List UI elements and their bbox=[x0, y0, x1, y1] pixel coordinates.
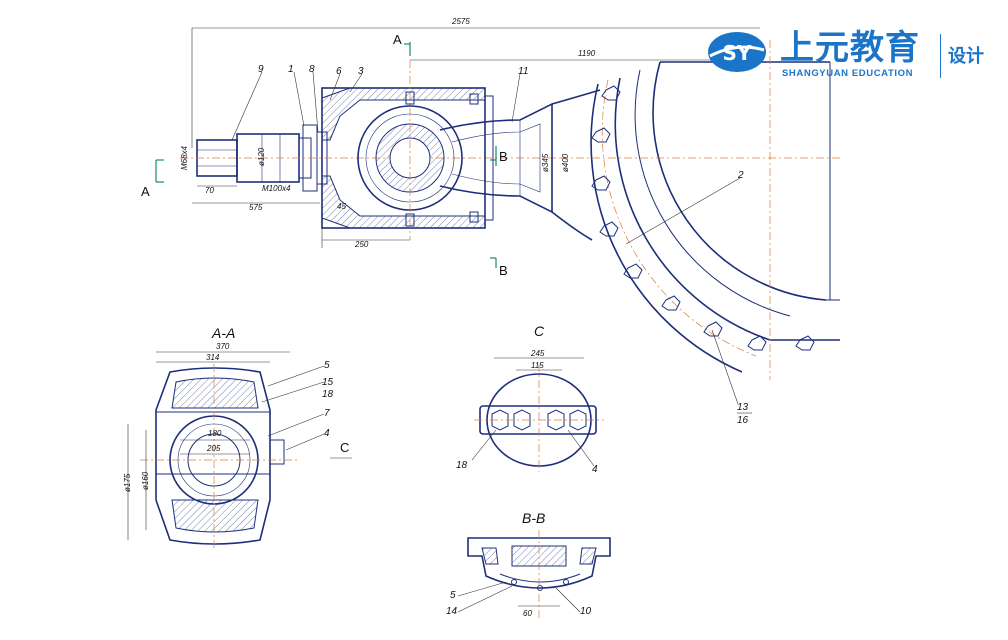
part-label-16: 16 bbox=[737, 415, 749, 426]
aa-part-15: 15 bbox=[322, 377, 334, 388]
aa-part-18: 18 bbox=[322, 389, 334, 400]
dim-bb-60: 60 bbox=[523, 609, 532, 618]
dim-dia-400: ø400 bbox=[561, 153, 570, 172]
dim-overall: 2575 bbox=[451, 17, 470, 26]
dim-250: 250 bbox=[354, 240, 369, 249]
logo-badge-icon: SY bbox=[708, 32, 766, 72]
view-mark-c: C bbox=[340, 440, 349, 455]
section-aa: A-A 370 314 180 205 ø175 ø160 5 15 18 7 … bbox=[123, 325, 352, 550]
part-label-6: 6 bbox=[336, 66, 342, 77]
section-mark-b-bottom: B bbox=[499, 263, 508, 278]
main-view: 2575 1190 A A M68x4 ø120 70 M100x4 575 bbox=[141, 17, 760, 278]
dim-hex-70: 70 bbox=[205, 186, 214, 195]
aa-part-5: 5 bbox=[324, 360, 330, 371]
dim-aa-180: 180 bbox=[208, 429, 222, 438]
brand-logo: SY 上元教育 SHANGYUAN EDUCATION 设计 bbox=[706, 28, 996, 84]
aa-part-7: 7 bbox=[324, 408, 330, 419]
part-label-1: 1 bbox=[288, 64, 294, 75]
part-label-2: 2 bbox=[737, 170, 744, 181]
view-c: C 245 115 18 4 bbox=[456, 323, 604, 475]
dim-575: 575 bbox=[249, 203, 263, 212]
c-part-4: 4 bbox=[592, 464, 598, 475]
section-bb-title: B-B bbox=[522, 510, 545, 526]
logo-name-cn: 上元教育 bbox=[780, 28, 920, 68]
c-part-18: 18 bbox=[456, 460, 468, 471]
part-label-8: 8 bbox=[309, 64, 315, 75]
section-mark-a-top: A bbox=[393, 32, 402, 47]
dim-aa-d175: ø175 bbox=[123, 473, 132, 492]
dim-chamfer-45: 45 bbox=[337, 202, 346, 211]
dim-dia-120: ø120 bbox=[257, 147, 266, 166]
part-label-13: 13 bbox=[737, 402, 749, 413]
logo-name-en: SHANGYUAN EDUCATION bbox=[782, 68, 914, 79]
part-label-11: 11 bbox=[518, 66, 528, 77]
dim-aa-205: 205 bbox=[206, 444, 221, 453]
view-c-title: C bbox=[534, 323, 545, 339]
dim-dia-345: ø345 bbox=[541, 153, 550, 172]
dim-thread-m68: M68x4 bbox=[180, 145, 189, 170]
dim-c-245: 245 bbox=[530, 349, 545, 358]
logo-tagline: 设计 bbox=[948, 46, 984, 67]
bb-part-14: 14 bbox=[446, 606, 458, 617]
dim-aa-d160: ø160 bbox=[141, 471, 150, 490]
section-bb: B-B 60 5 14 10 bbox=[446, 510, 611, 620]
logo-badge-text: SY bbox=[723, 41, 752, 65]
section-mark-a-left: A bbox=[141, 184, 150, 199]
logo-separator bbox=[940, 34, 941, 78]
aa-part-4: 4 bbox=[324, 428, 330, 439]
dim-1190: 1190 bbox=[578, 49, 596, 58]
ring-bolts bbox=[591, 85, 815, 351]
dim-aa-370: 370 bbox=[216, 342, 230, 351]
dim-aa-314: 314 bbox=[206, 353, 220, 362]
bb-part-5: 5 bbox=[450, 590, 456, 601]
section-mark-b-mid: B bbox=[499, 149, 508, 164]
ring-gear: 2 13 16 bbox=[560, 40, 840, 426]
dim-c-115: 115 bbox=[531, 361, 544, 370]
dim-thread-m100: M100x4 bbox=[262, 184, 291, 193]
part-label-3: 3 bbox=[358, 66, 364, 77]
part-label-9: 9 bbox=[258, 64, 264, 75]
section-aa-title: A-A bbox=[211, 325, 235, 341]
bb-part-10: 10 bbox=[580, 606, 592, 617]
